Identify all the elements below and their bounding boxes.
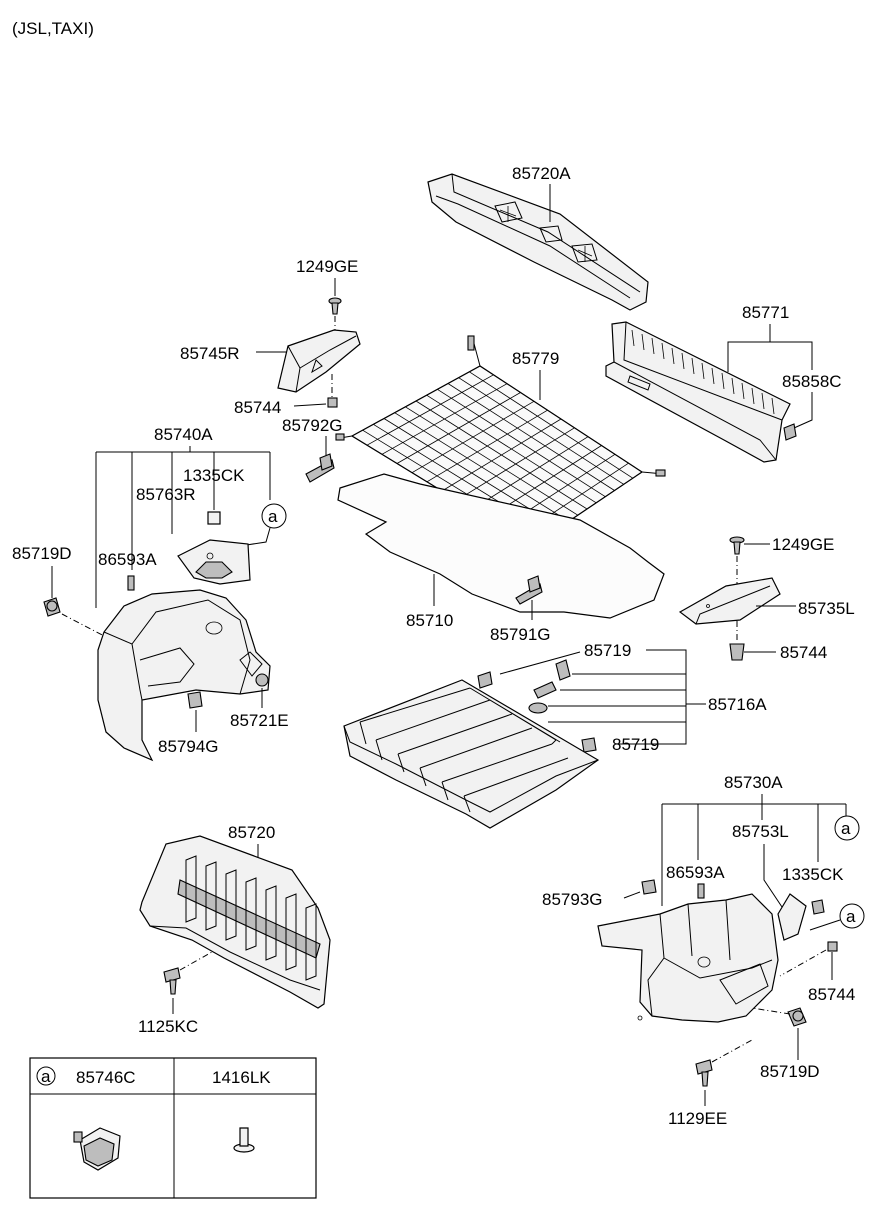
label-1129EE: 1129EE	[668, 1109, 727, 1128]
fastener-85721E	[255, 673, 269, 687]
label-85744-mid: 85744	[780, 643, 827, 662]
label-85793G: 85793G	[542, 890, 603, 909]
leader-85740A	[95, 446, 271, 608]
clip-85794G	[187, 691, 203, 709]
bracket-85745R	[277, 329, 361, 393]
floor-board-85716A	[343, 679, 600, 829]
label-1125KC: 1125KC	[138, 1017, 198, 1036]
label-85753L: 85753L	[732, 822, 789, 841]
legend-table	[29, 1057, 317, 1199]
label-85720A: 85720A	[512, 164, 571, 183]
callout-a-left	[261, 503, 287, 529]
nut-85744-top	[327, 397, 338, 408]
label-1335CK-right: 1335CK	[782, 865, 844, 884]
leader-85716A	[499, 649, 687, 745]
clip-85719-bot	[581, 737, 597, 753]
hardware-85716A	[528, 659, 571, 714]
leader-85858C	[793, 392, 813, 429]
label-85719-top: 85719	[584, 641, 631, 660]
callout-a-right-top-text: a	[841, 819, 851, 838]
label-85719-bot: 85719	[612, 735, 659, 754]
bolt-1249GE-right	[729, 536, 745, 555]
floor-mat-85710	[337, 473, 665, 619]
bolt-1249GE-top	[328, 297, 342, 315]
hook-85791G	[515, 575, 543, 605]
variant-header: (JSL,TAXI)	[12, 19, 94, 38]
label-85858C: 85858C	[782, 372, 842, 391]
dashline-85719D-left	[61, 613, 109, 639]
fastener-85719D-right	[787, 1007, 807, 1027]
legend-col2: 1416LK	[212, 1068, 271, 1087]
callout-a-right-mid-text: a	[846, 907, 856, 926]
leader-a-left	[239, 527, 271, 547]
legend-col1: 85746C	[76, 1068, 136, 1087]
leader-85730A	[661, 794, 847, 906]
label-85744-top: 85744	[234, 398, 281, 417]
net-mesh-line	[469, 371, 634, 479]
label-86593A-right: 86593A	[666, 863, 725, 882]
leader-85744-top	[293, 403, 327, 407]
label-85763R: 85763R	[136, 485, 196, 504]
label-85716A: 85716A	[708, 695, 767, 714]
clip-85746C-illustration	[73, 1127, 121, 1171]
pad-85763R	[177, 539, 251, 585]
label-85719D-right: 85719D	[760, 1062, 820, 1081]
hook-85792G	[305, 453, 335, 483]
bolt-1125KC	[163, 967, 181, 995]
legend-key: a	[41, 1067, 51, 1086]
label-85721E: 85721E	[230, 711, 289, 730]
panel-85735L	[678, 577, 781, 625]
label-85779: 85779	[512, 349, 559, 368]
fastener-85719D-left	[43, 597, 61, 617]
callout-a-right-mid	[839, 903, 865, 929]
clip-85858C	[783, 423, 797, 441]
label-85730A: 85730A	[724, 773, 783, 792]
nut-85744-mid	[729, 643, 745, 661]
label-85744-right: 85744	[808, 985, 855, 1004]
label-1335CK-left: 1335CK	[183, 466, 245, 485]
label-85792G: 85792G	[282, 416, 343, 435]
clip-1335CK-right	[811, 899, 825, 915]
label-85745R: 85745R	[180, 344, 240, 363]
leader-85771	[727, 324, 813, 372]
label-85720: 85720	[228, 823, 275, 842]
callout-a-left-text: a	[268, 507, 278, 526]
panel-85720	[139, 835, 331, 1009]
label-1249GE-top: 1249GE	[296, 257, 358, 276]
clip-86593A-left	[127, 575, 135, 591]
package-tray-85720A	[427, 173, 649, 311]
dashline-85744-right	[779, 949, 827, 977]
label-85791G: 85791G	[490, 625, 551, 644]
label-85719D-left: 85719D	[12, 544, 72, 563]
quarter-trim-85740A	[97, 589, 271, 762]
leader-a-right	[809, 919, 841, 931]
callout-a-right-top	[834, 815, 860, 841]
nut-85744-right	[827, 941, 838, 952]
clip-85793G	[641, 879, 657, 895]
dashline-1125KC	[179, 951, 213, 971]
label-85735L: 85735L	[798, 599, 855, 618]
label-1249GE-right: 1249GE	[772, 535, 834, 554]
leader-85753L	[763, 844, 785, 911]
dashline-85719D-right	[751, 1007, 791, 1015]
fastener-1416LK-illustration	[233, 1127, 255, 1153]
dashline-1129EE	[711, 1039, 753, 1063]
leader-85793G	[623, 891, 641, 899]
label-86593A-left: 86593A	[98, 550, 157, 569]
label-85794G: 85794G	[158, 737, 219, 756]
quarter-trim-85730A	[597, 893, 779, 1023]
clip-86593A-right	[697, 883, 705, 899]
label-85710: 85710	[406, 611, 453, 630]
label-85740A: 85740A	[154, 425, 213, 444]
label-85771: 85771	[742, 303, 789, 322]
bolt-1129EE	[695, 1059, 713, 1087]
clip-85719-top	[477, 671, 493, 689]
clip-1335CK-left	[207, 511, 221, 525]
pad-85753L	[777, 893, 807, 941]
rear-trim-85771	[605, 321, 791, 463]
